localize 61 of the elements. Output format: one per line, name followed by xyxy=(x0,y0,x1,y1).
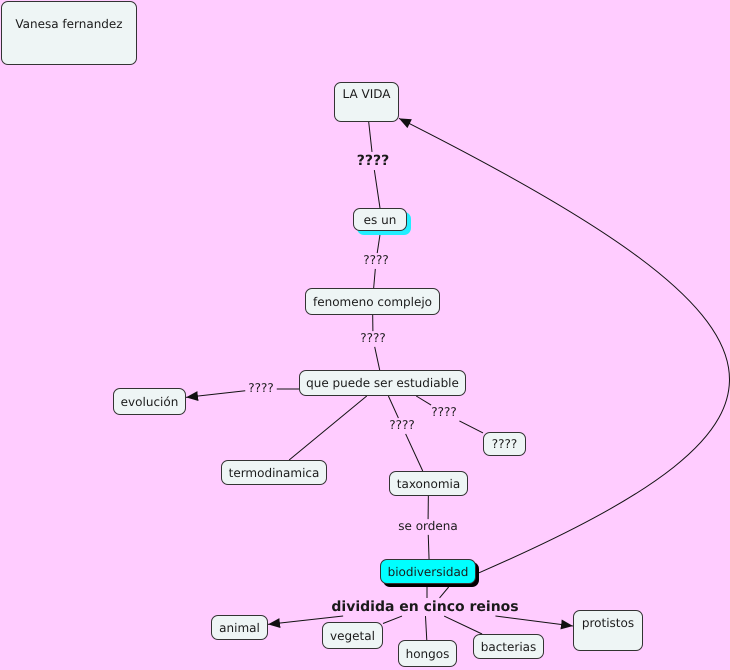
concept-box xyxy=(483,432,526,456)
connector-line xyxy=(428,534,430,560)
linking-phrase: se ordena xyxy=(395,519,461,535)
concept-label: LA VIDA xyxy=(342,87,390,101)
concept-box xyxy=(573,610,643,651)
connector-line xyxy=(374,170,380,208)
arrow xyxy=(186,390,246,402)
connector-line xyxy=(458,420,484,434)
concept-label: es un xyxy=(364,212,396,226)
connector-line xyxy=(382,616,402,624)
concept-label: animal xyxy=(219,620,260,634)
concept-box xyxy=(221,460,327,485)
concept-label: Vanesa fernandez xyxy=(15,17,123,31)
connector-line xyxy=(372,314,374,332)
connector-line xyxy=(376,234,380,254)
concept-box xyxy=(398,640,457,667)
linking-phrase: ???? xyxy=(354,152,392,170)
concept-label: vegetal xyxy=(330,628,375,642)
connector-line xyxy=(374,346,380,370)
concept-box xyxy=(1,1,137,65)
connector-line xyxy=(405,433,424,472)
linking-phrase: ???? xyxy=(386,418,418,434)
connector-line xyxy=(388,396,399,419)
concept-label: que puede ser estudiable xyxy=(306,376,459,390)
concept-label: fenomeno complejo xyxy=(312,294,432,308)
linking-phrase: ???? xyxy=(428,405,460,421)
concept-box xyxy=(389,471,468,496)
connector-line xyxy=(444,616,483,634)
connector-line xyxy=(424,616,428,640)
linking-phrase: dividida en cinco reinos xyxy=(328,598,522,616)
connector-line xyxy=(276,388,300,390)
concept-box xyxy=(473,634,544,659)
concept-label: ???? xyxy=(492,437,518,451)
concept-box xyxy=(322,622,383,649)
concept-label: taxonomia xyxy=(396,476,460,490)
linking-phrase: ???? xyxy=(357,331,389,347)
linking-phrase: ???? xyxy=(245,381,277,397)
concept-label: biodiversidad xyxy=(388,564,468,578)
arrow xyxy=(494,616,574,630)
connector-line xyxy=(373,268,376,288)
concept-label: hongos xyxy=(406,646,450,660)
concept-label: termodinamica xyxy=(228,466,320,480)
linking-phrase: ???? xyxy=(360,253,392,269)
concept-label: protistos xyxy=(582,616,634,630)
connector-line xyxy=(428,496,429,520)
arrow xyxy=(268,616,344,628)
concept-box xyxy=(305,288,440,315)
concept-label: evolución xyxy=(120,394,178,408)
concept-box xyxy=(299,370,466,396)
connector-line xyxy=(288,396,368,460)
connector-line xyxy=(426,586,428,598)
concept-label: bacterias xyxy=(480,640,536,654)
concept-box xyxy=(211,615,268,640)
concept-box xyxy=(113,388,186,415)
connector-line xyxy=(439,586,450,598)
concept-box xyxy=(334,82,399,122)
concept-box xyxy=(353,208,411,235)
connector-line xyxy=(416,396,432,406)
connector-line xyxy=(368,122,372,152)
concept-box xyxy=(380,559,479,587)
curved-arrow xyxy=(398,118,729,574)
